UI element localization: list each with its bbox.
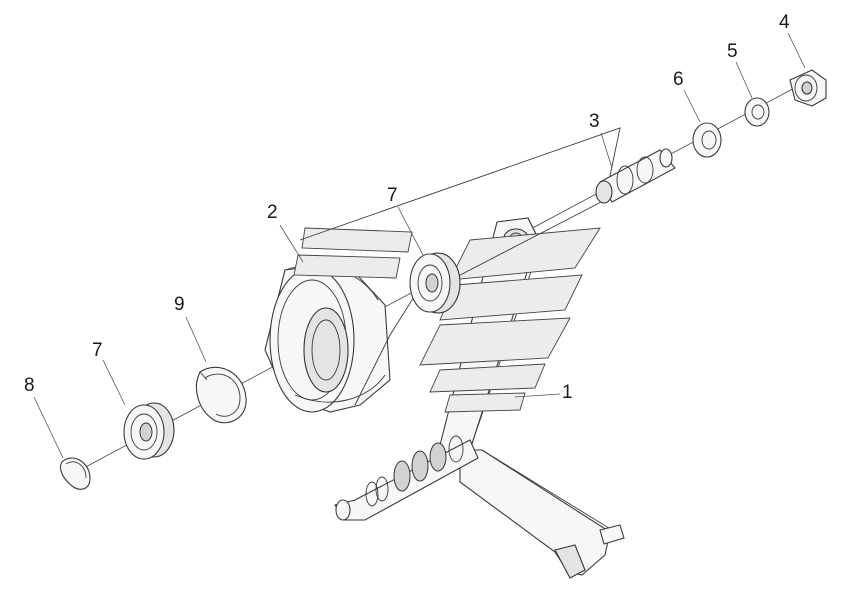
- callout-1: 1: [562, 382, 573, 403]
- callout-7-lower: 7: [92, 340, 103, 361]
- callout-9: 9: [174, 294, 185, 315]
- callout-leaders: [33, 32, 806, 459]
- callout-4: 4: [779, 12, 790, 33]
- callout-8: 8: [24, 375, 35, 396]
- part-2-roller-housing: [264, 261, 391, 413]
- part-8-snap-ring: [59, 457, 91, 490]
- callout-5: 5: [727, 41, 738, 62]
- callout-7-upper: 7: [387, 185, 398, 206]
- lever-shaft: [334, 435, 479, 521]
- part-4-nut: [789, 69, 827, 107]
- part-6-washer: [692, 122, 722, 158]
- part-9-retaining-ring: [196, 366, 247, 424]
- callout-2: 2: [267, 202, 278, 223]
- callout-6: 6: [673, 69, 684, 90]
- part-3-axle-pin: [595, 148, 676, 204]
- part-7-upper-bearing: [409, 252, 461, 314]
- part-7-lower-bearing: [123, 402, 175, 460]
- callout-3: 3: [589, 111, 600, 132]
- projection-planes: [293, 127, 621, 413]
- part-5-lock-washer: [744, 97, 770, 127]
